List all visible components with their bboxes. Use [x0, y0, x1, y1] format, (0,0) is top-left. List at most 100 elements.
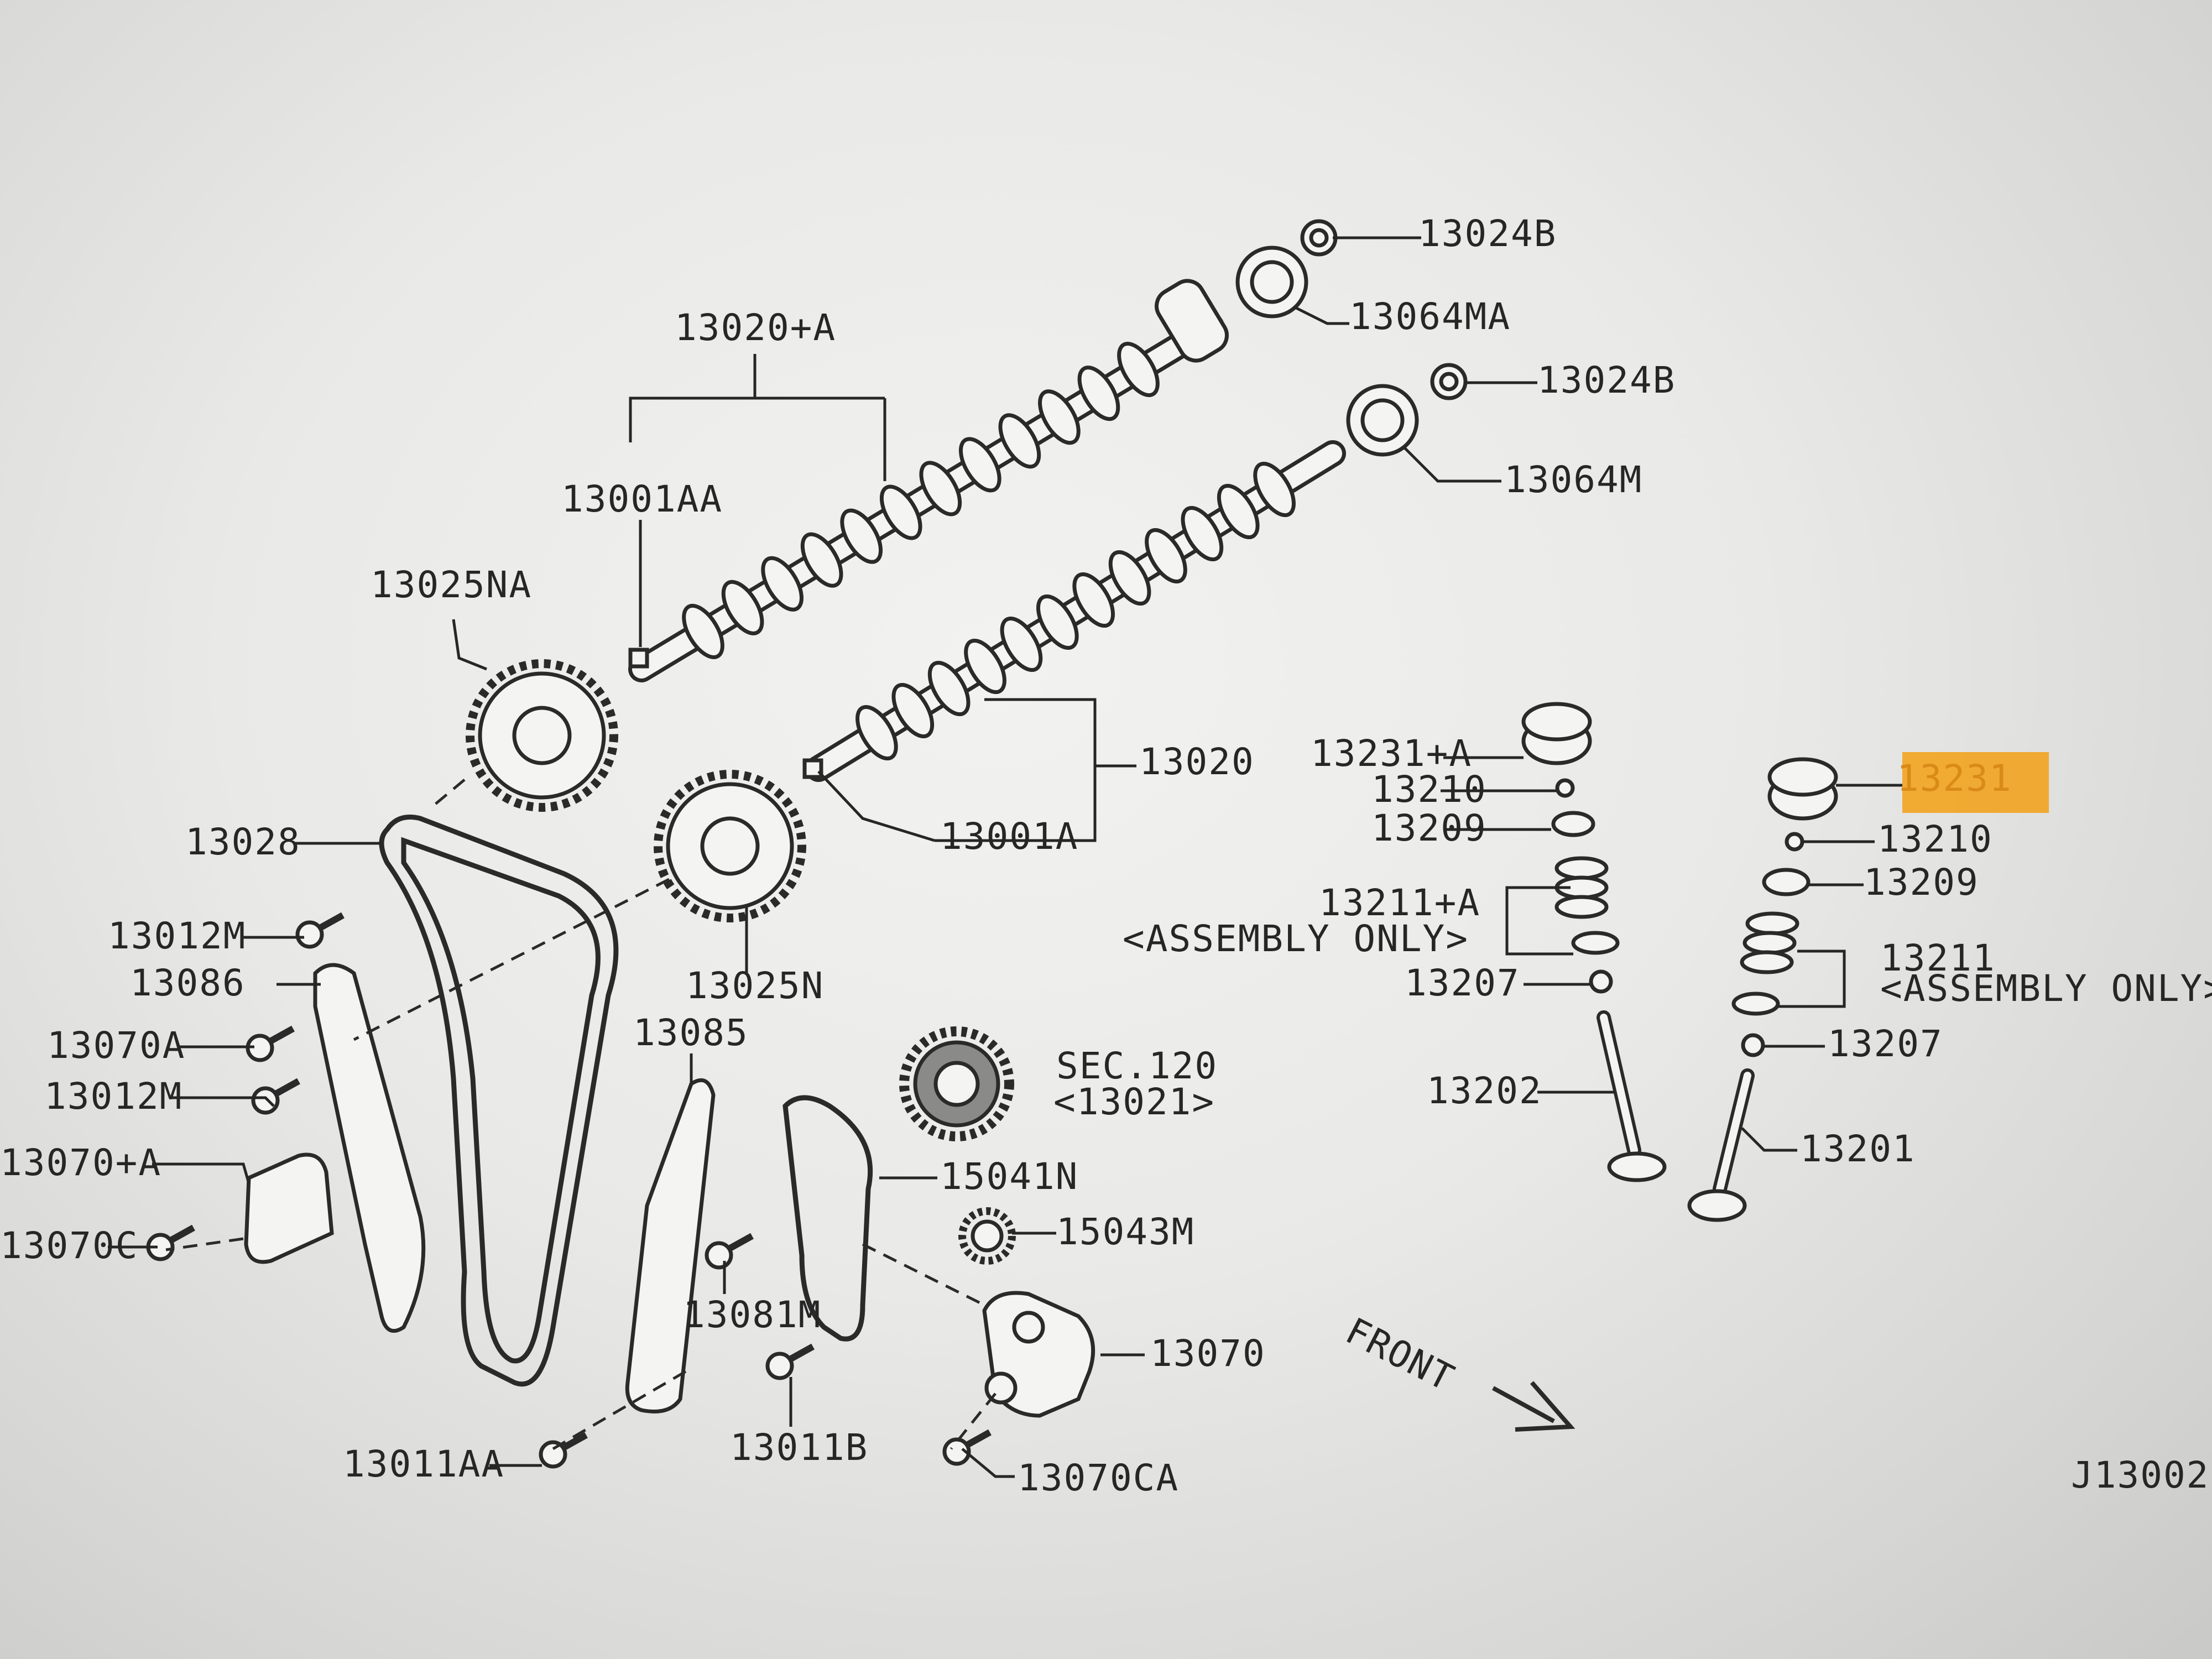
label-sec120[interactable]: SEC.120: [1056, 1045, 1218, 1087]
cam-lobe: [1145, 528, 1187, 584]
cam-lobe: [927, 660, 971, 717]
valve-spring-13211[interactable]: [1740, 911, 1799, 974]
label-13209-b[interactable]: 13209: [1864, 861, 1979, 904]
label-13207-a[interactable]: 13207: [1405, 962, 1520, 1004]
plug-13024b-upper: [1300, 219, 1338, 257]
label-15043m[interactable]: 15043M: [1056, 1211, 1194, 1253]
label-15041n[interactable]: 15041N: [940, 1155, 1078, 1198]
label-13064m[interactable]: 13064M: [1504, 458, 1642, 501]
align-line-5: [552, 1370, 687, 1451]
label-13064ma[interactable]: 13064MA: [1349, 295, 1511, 338]
label-13231pa[interactable]: 13231+A: [1311, 732, 1472, 775]
label-assembly-only-b: <ASSEMBLY ONLY>: [1880, 967, 2212, 1010]
spring-washer-a: [1571, 931, 1620, 955]
label-13070pa[interactable]: 13070+A: [0, 1141, 161, 1184]
label-13231[interactable]: 13231: [1897, 757, 2012, 800]
label-front: FRONT: [1339, 1310, 1461, 1400]
label-13011aa[interactable]: 13011AA: [343, 1443, 504, 1485]
bolt-icon: [246, 1025, 295, 1062]
label-diagram-ref: J13002: [2071, 1454, 2209, 1496]
label-13210-b[interactable]: 13210: [1877, 818, 1993, 860]
bolt-icon: [539, 1432, 588, 1469]
sprocket-13025n[interactable]: [654, 770, 806, 922]
cam-lobe: [1000, 616, 1043, 672]
label-13028[interactable]: 13028: [185, 821, 301, 863]
cam-lobe: [1077, 366, 1120, 421]
label-13025n[interactable]: 13025N: [686, 964, 824, 1007]
cam-lobe: [682, 603, 724, 659]
valve-13201[interactable]: [1687, 1068, 1755, 1222]
bolt-icon: [765, 1343, 815, 1380]
label-13070c[interactable]: 13070C: [0, 1224, 138, 1267]
label-13211[interactable]: 13211: [1880, 937, 1996, 979]
sprocket-15043m[interactable]: [958, 1207, 1016, 1265]
cam-lobe: [964, 638, 1006, 695]
chain-guide-13086[interactable]: [313, 963, 426, 1333]
label-13202[interactable]: 13202: [1427, 1070, 1542, 1112]
spring-washer-b: [1731, 992, 1780, 1016]
bolt-icon: [146, 1224, 195, 1261]
bracket-13064m: [1346, 384, 1419, 457]
spring-seat-13209-a: [1551, 811, 1595, 837]
label-13070a[interactable]: 13070A: [47, 1024, 185, 1067]
cam-lobe: [1108, 550, 1151, 606]
label-13025na[interactable]: 13025NA: [371, 564, 532, 606]
label-13201[interactable]: 13201: [1800, 1128, 1916, 1170]
label-13070[interactable]: 13070: [1150, 1332, 1266, 1375]
timing-chain-inner: [401, 837, 601, 1364]
label-13020[interactable]: 13020: [1139, 740, 1255, 783]
valve-13202[interactable]: [1597, 1010, 1667, 1182]
sprocket-13025na[interactable]: [466, 659, 618, 812]
label-13085[interactable]: 13085: [633, 1011, 749, 1054]
label-13011b[interactable]: 13011B: [730, 1426, 868, 1469]
tensioner-13070pa[interactable]: [244, 1152, 334, 1264]
label-13012m-a[interactable]: 13012M: [108, 915, 246, 957]
label-13024b-lower[interactable]: 13024B: [1537, 359, 1676, 401]
label-13086[interactable]: 13086: [130, 962, 246, 1004]
bolt-icon: [251, 1078, 300, 1115]
label-13209-a[interactable]: 13209: [1371, 807, 1487, 849]
align-line-6: [165, 1237, 244, 1251]
cam-lobe: [1072, 572, 1115, 628]
bracket-13064ma: [1235, 246, 1308, 319]
camshaft-lower[interactable]: [805, 440, 1346, 782]
label-13021[interactable]: <13021>: [1053, 1081, 1215, 1123]
bolt-icon: [295, 912, 345, 949]
valve-lifter-13231pa[interactable]: [1521, 702, 1592, 765]
cam-lobe: [721, 580, 764, 635]
cam-lobe: [1038, 389, 1081, 445]
bolt-icon: [942, 1429, 992, 1466]
label-13081m[interactable]: 13081M: [683, 1293, 821, 1336]
label-13012m-b[interactable]: 13012M: [44, 1075, 182, 1118]
bolt-icon: [705, 1233, 754, 1270]
cam-lobe: [1253, 461, 1296, 518]
oil-seal-13207-b: [1741, 1033, 1765, 1057]
gear-sec120[interactable]: [899, 1026, 1014, 1141]
tensioner-13070-hole: [1012, 1311, 1045, 1344]
cam-lobe: [1117, 342, 1160, 398]
leader-lines: [108, 236, 1902, 1478]
label-13020pa[interactable]: 13020+A: [675, 306, 836, 349]
label-13211pa[interactable]: 13211+A: [1319, 881, 1480, 924]
label-13210-a[interactable]: 13210: [1371, 768, 1487, 811]
retainer-key-13210-a: [1555, 778, 1575, 798]
pin-13001a: [802, 758, 823, 779]
chain-guide-13085[interactable]: [625, 1078, 716, 1413]
cam-lobe: [761, 556, 804, 612]
label-13001a[interactable]: 13001A: [940, 815, 1078, 858]
cam-lobe: [800, 532, 843, 588]
label-13207-b[interactable]: 13207: [1828, 1022, 1943, 1065]
label-13024b-upper[interactable]: 13024B: [1418, 212, 1557, 255]
label-13070ca[interactable]: 13070CA: [1018, 1457, 1179, 1499]
cam-lobe: [891, 682, 935, 739]
timing-chain-13028[interactable]: [379, 815, 619, 1387]
label-13001aa[interactable]: 13001AA: [561, 478, 723, 520]
camshaft-upper[interactable]: [628, 275, 1233, 682]
highlight-13231: [1902, 752, 2049, 813]
cam-lobe: [1181, 505, 1224, 562]
valve-spring-13211pa[interactable]: [1554, 856, 1609, 919]
valve-lifter-13231[interactable]: [1767, 757, 1838, 821]
oil-seal-13207-a: [1589, 969, 1613, 994]
